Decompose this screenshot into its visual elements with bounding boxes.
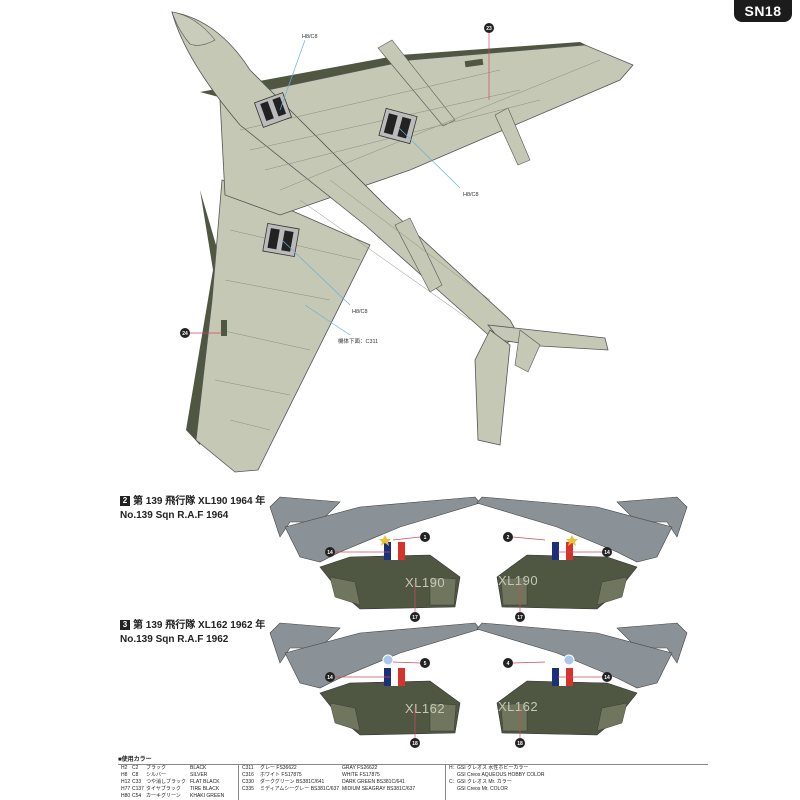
svg-text:24: 24 [182,331,188,337]
svg-text:1: 1 [424,535,427,541]
gear-bay-right [378,107,418,145]
gear-bay-left [262,222,300,258]
svg-text:4: 4 [507,661,510,667]
nose-cone [171,11,216,46]
sheet-id-badge: SN18 [734,0,792,22]
callout-underside-color: 機体下面：C311 [338,337,378,345]
wing-pylon-upper-1 [377,39,456,127]
legend-row: GSI Creos AQUEOUS HOBBY COLOR [457,772,545,778]
wing-pylon-upper-2 [494,107,531,166]
tailplane-left [474,329,511,446]
tail-view-scheme2-right [476,496,688,610]
legend-row: C：GSI クレオス Mr. カラー [449,779,512,785]
svg-text:18: 18 [517,741,523,747]
underwing-serial-lower [221,320,227,336]
legend-col-3: H：GSI クレオス 水性ホビーカラー GSI Creos AQUEOUS HO… [446,765,547,800]
wing-shadow [186,190,232,445]
decal-number-23 [484,23,494,33]
aircraft-underside-view [171,11,634,473]
svg-text:5: 5 [424,661,427,667]
underwing-serial-upper [464,58,484,68]
svg-text:14: 14 [327,550,333,556]
svg-text:17: 17 [517,615,523,621]
serial-xl190-right: XL190 [498,573,538,588]
tail-fin [514,329,541,373]
serial-xl162-left: XL162 [405,701,445,716]
callout-h8c8-right: H8/C8 [463,192,479,198]
tail-view-scheme3-right [476,622,688,736]
legend-title: ■使用カラー [118,757,152,763]
svg-text:23: 23 [486,26,492,32]
wing-pylon-lower [394,217,443,293]
tail-callout-leaders [335,536,612,738]
legend-row: GSI Creos Mr. COLOR [457,786,508,792]
gear-bay-nose [253,92,293,128]
svg-text:17: 17 [412,615,418,621]
serial-xl162-right: XL162 [498,699,538,714]
callout-h8c8-left: H8/C8 [352,309,368,315]
tail-view-scheme3-left [269,622,481,736]
svg-text:18: 18 [412,741,418,747]
tail-view-scheme2-left [269,496,481,610]
legend-row: H：GSI クレオス 水性ホビーカラー [449,765,529,771]
svg-text:14: 14 [604,675,610,681]
tail-callout-badges: 1 14 17 2 14 17 5 14 18 4 14 18 [325,532,612,748]
svg-text:14: 14 [604,550,610,556]
lower-wing [195,179,371,473]
svg-text:2: 2 [507,535,510,541]
serial-xl190-left: XL190 [405,575,445,590]
decal-number-24 [180,328,190,338]
callout-h8c8-nose: H8/C8 [302,34,318,40]
callout-leaders [279,39,461,336]
svg-text:14: 14 [327,675,333,681]
